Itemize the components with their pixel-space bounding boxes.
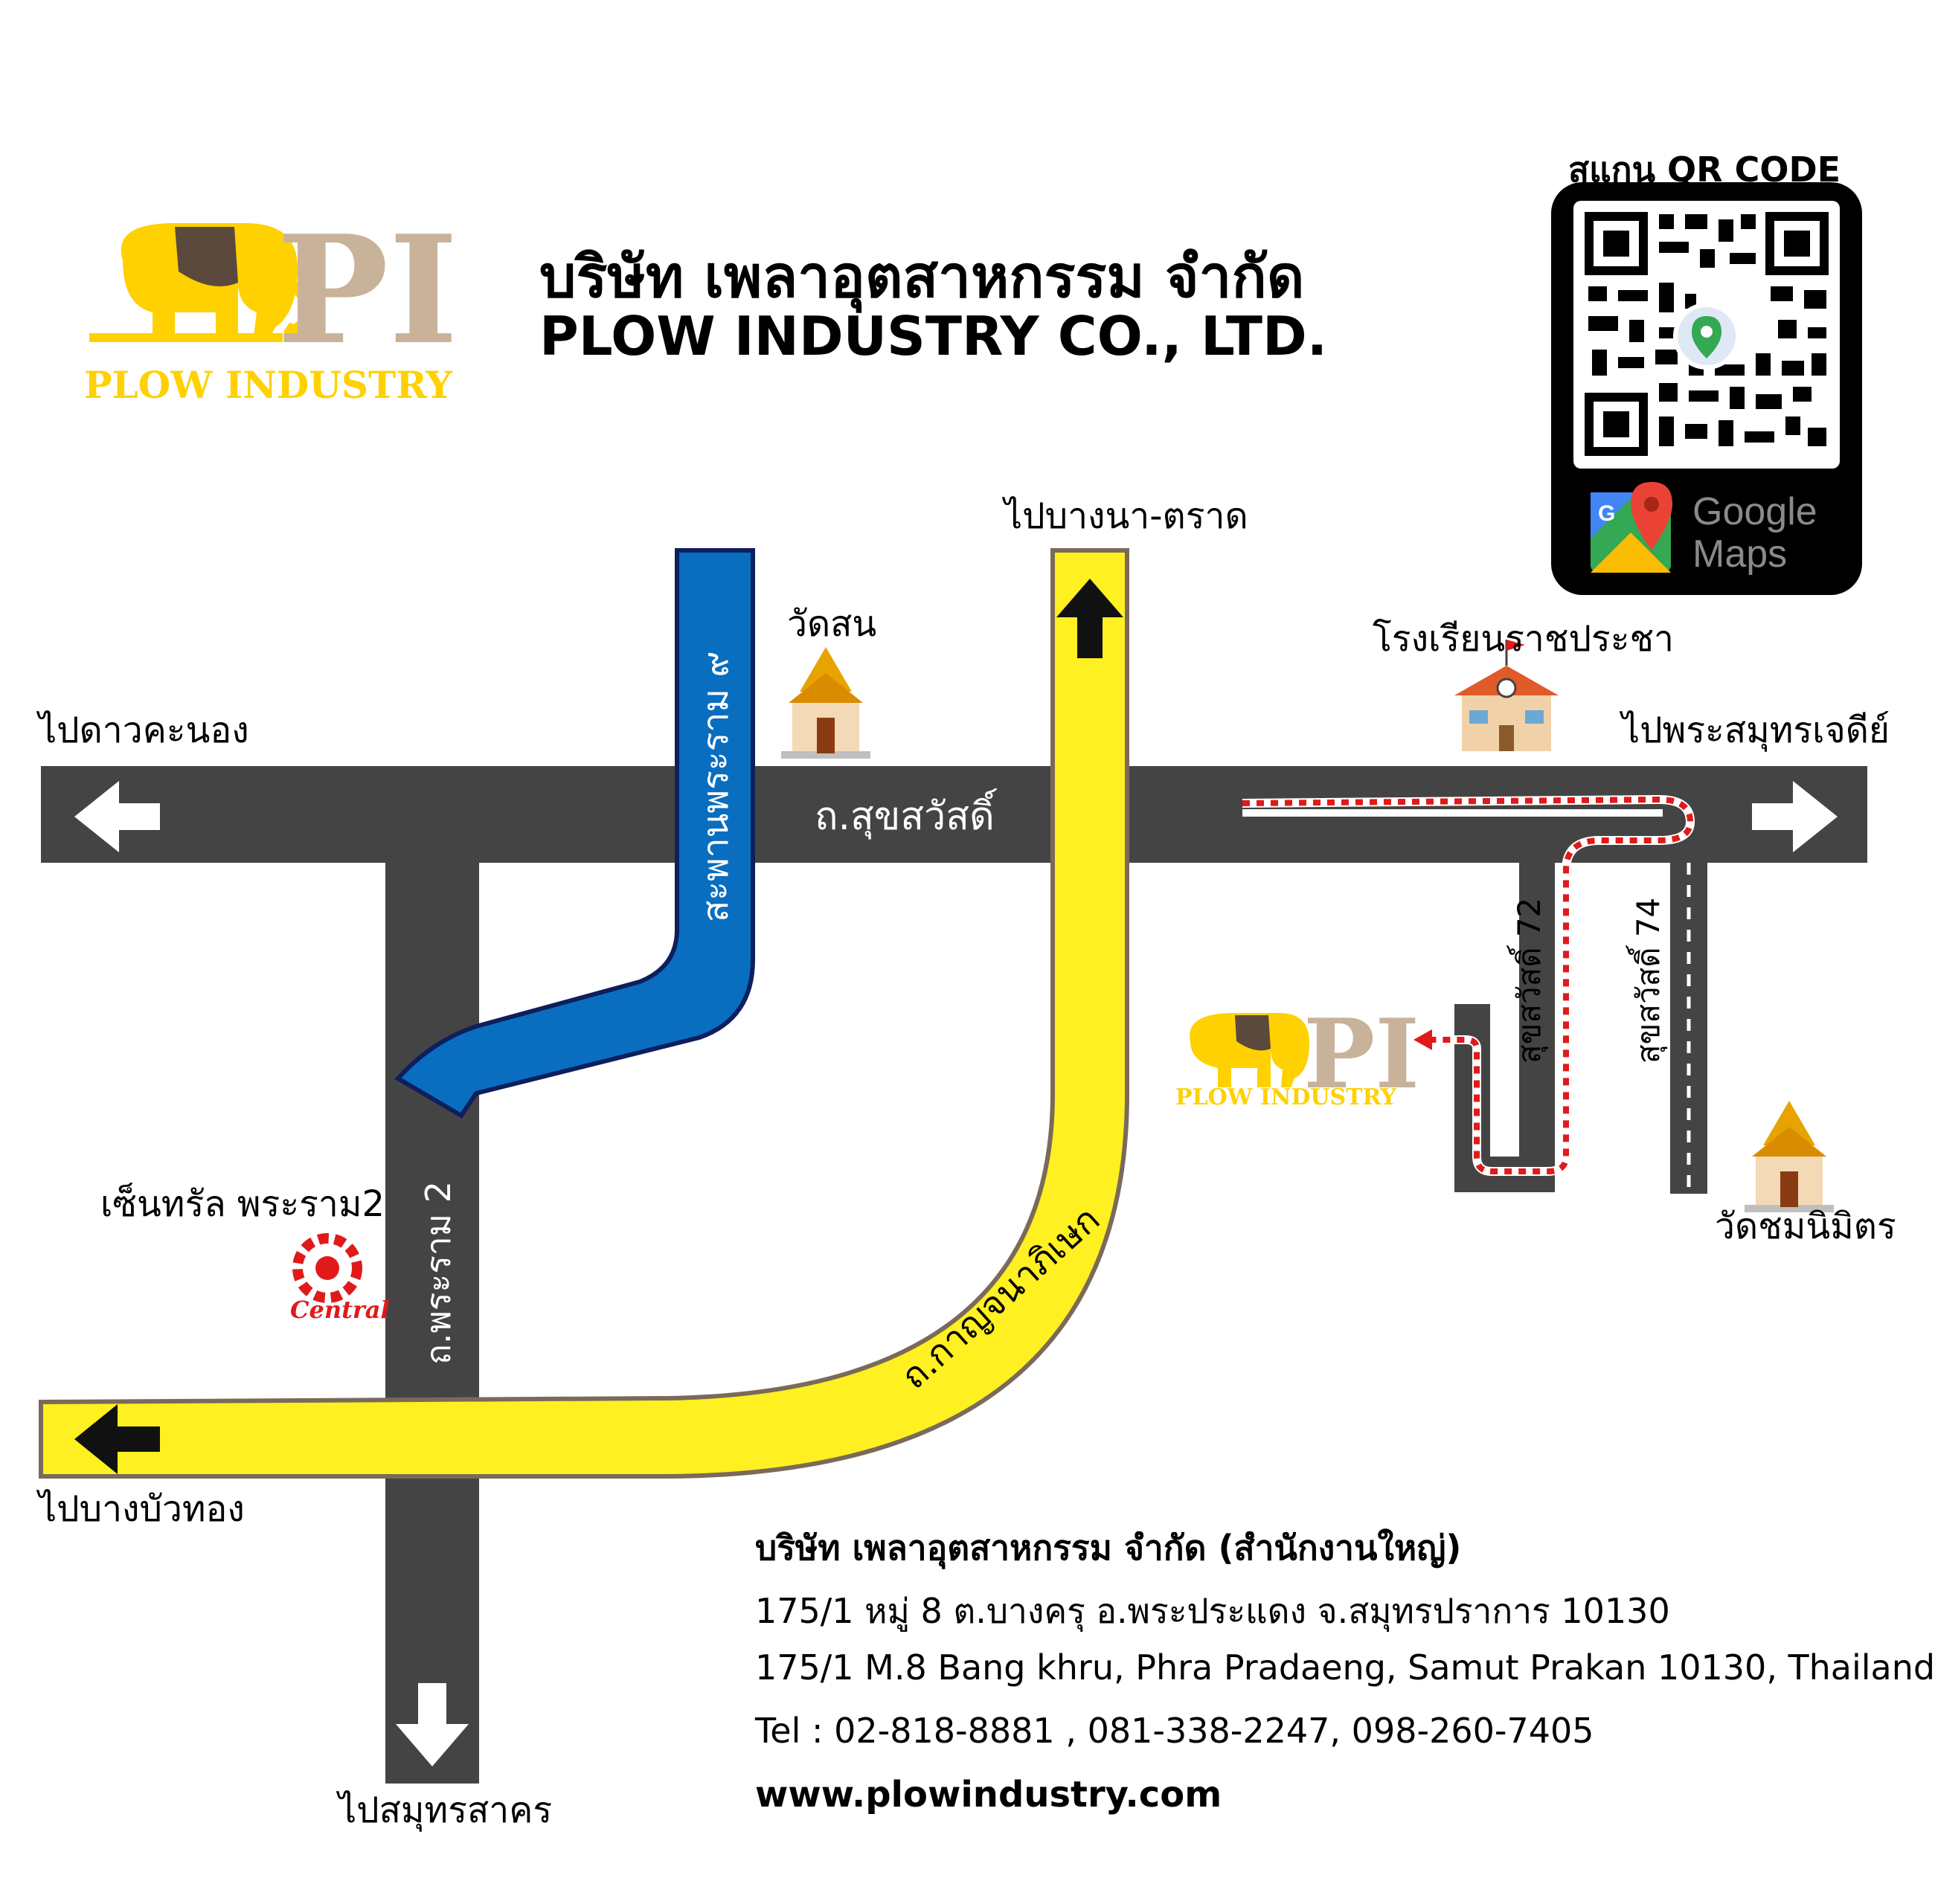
bridge-rama9 [394,548,755,1119]
label-to-phra-samut-chedi: ไปพระสมุทรเจดีย์ [1622,710,1890,751]
address-line-en: 175/1 M.8 Bang khru, Phra Pradaeng, Samu… [755,1647,1935,1688]
svg-text:PLOW INDUSTRY: PLOW INDUSTRY [1175,1084,1397,1110]
arrow-right-icon [1752,781,1838,852]
svg-text:PI: PI [1303,999,1419,1110]
company-name-th: บริษัท เพลาอุตสาหกรรม จำกัด [539,244,1305,311]
label-soi74: สุขสวัสดิ์ 74 [1626,898,1668,1064]
label-school: โรงเรียนราชประชา [1373,618,1674,660]
arrow-up-icon [1056,579,1123,658]
qr-title: สแกน QR CODE [1568,149,1841,190]
road-rama2 [385,863,479,1784]
temple-wat-son-icon [781,647,870,759]
label-bridge-rama9: สะพานพระราม ๙ [695,652,737,922]
maps-label-google: Google [1692,490,1817,533]
label-to-samut-sakhon: ไปสมุทรสาคร [338,1789,553,1831]
label-wat-chom-nimit: วัดชมนิมิตร [1715,1206,1896,1247]
temple-wat-chom-nimit-icon [1745,1101,1834,1212]
route-arrow-icon [1413,1029,1432,1050]
address-web[interactable]: www.plowindustry.com [755,1774,1222,1815]
svg-text:G: G [1598,501,1615,526]
qr-card[interactable]: G Google Maps [1551,182,1862,595]
logo-caption: PLOW INDUSTRY [84,363,453,407]
label-to-dao-khanong: ไปดาวคะนอง [39,710,249,751]
label-central: เซ็นทรัล พระราม2 [100,1183,385,1225]
qr-code-icon [1585,212,1829,456]
logo-letters: PI [277,203,458,378]
elephant-logo-icon [89,223,312,342]
label-to-bang-bua-thong: ไปบางบัวทอง [39,1488,245,1530]
central-logo-text: Central [290,1296,390,1324]
label-road-rama2: ถ.พระราม 2 [418,1181,458,1365]
label-road-sukhumvit: ถ.สุขสวัสดิ์ [815,788,998,840]
school-icon [1454,640,1559,751]
address-tel: Tel : 02-818-8881 , 081-338-2247, 098-26… [755,1711,1594,1751]
company-logo-small: PI PLOW INDUSTRY [1175,999,1419,1110]
google-maps-icon: G [1591,482,1672,573]
address-office: บริษัท เพลาอุตสาหกรรม จำกัด (สำนักงานใหญ… [755,1528,1462,1568]
label-to-bangna-trat: ไปบางนา-ตราด [1004,495,1248,537]
maps-label-maps: Maps [1692,533,1787,576]
central-logo-icon [292,1233,362,1303]
arrow-down-icon [396,1683,469,1766]
company-logo: PI PLOW INDUSTRY [84,203,458,407]
arrow-left-icon [74,781,160,852]
address-line-th: 175/1 หมู่ 8 ต.บางครุ อ.พระประแดง จ.สมุท… [755,1591,1670,1631]
label-wat-son: วัดสน [787,603,877,645]
arrow-left-black-icon [74,1404,160,1474]
label-soi72: สุขสวัสดิ์ 72 [1506,898,1549,1064]
company-name-en: PLOW INDUSTRY CO., LTD. [539,305,1328,367]
road-kanchanaphisek [39,548,1129,1479]
